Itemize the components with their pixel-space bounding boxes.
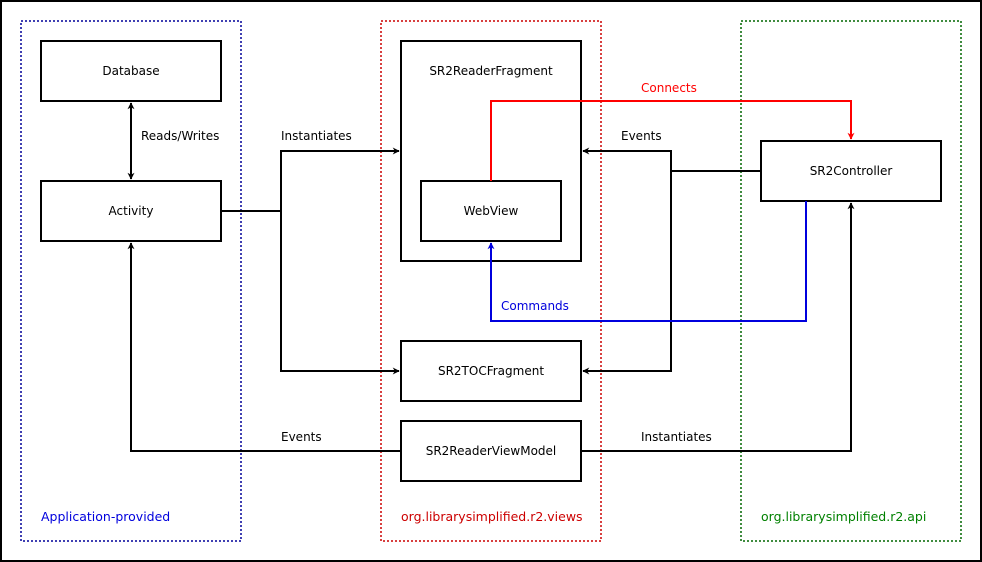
edge-instantiates-controller-label: Instantiates: [641, 430, 712, 444]
edge-instantiates-fragment-label: Instantiates: [281, 129, 352, 143]
edge-events-to-activity-label: Events: [281, 430, 322, 444]
edge-commands-label: Commands: [501, 299, 569, 313]
reader-fragment-label: SR2ReaderFragment: [429, 64, 553, 78]
edge-instantiates-controller: [581, 202, 855, 452]
controller-node: [760, 140, 942, 202]
view-model-label: SR2ReaderViewModel: [426, 444, 557, 458]
activity-label: Activity: [109, 204, 154, 218]
edge-events-to-toc-fragment: [582, 171, 672, 375]
edge-instantiates-toc: [280, 211, 400, 375]
controller-label: SR2Controller: [810, 164, 893, 178]
group-application: [20, 20, 242, 542]
database-label: Database: [102, 64, 159, 78]
toc-fragment-label: SR2TOCFragment: [438, 364, 544, 378]
group-application-label: Application-provided: [41, 509, 170, 524]
edge-instantiates-fragment: [280, 147, 400, 211]
toc-fragment-node: [400, 340, 582, 402]
group-api: [740, 20, 962, 542]
edge-commands: [487, 201, 807, 322]
edge-events-to-fragment-label: Events: [621, 129, 662, 143]
edge-events-to-activity: [127, 242, 401, 452]
group-views: [380, 20, 602, 542]
edge-connects: [490, 100, 855, 181]
group-api-label: org.librarysimplified.r2.api: [761, 509, 926, 524]
activity-node: [40, 180, 222, 242]
webview-label: WebView: [464, 204, 519, 218]
group-views-label: org.librarysimplified.r2.views: [401, 509, 583, 524]
edge-reads-writes-label: Reads/Writes: [141, 129, 219, 143]
database-node: [40, 40, 222, 102]
edge-connects-label: Connects: [641, 81, 697, 95]
edge-events-to-reader-fragment: [582, 147, 672, 171]
webview-node: [420, 180, 562, 242]
